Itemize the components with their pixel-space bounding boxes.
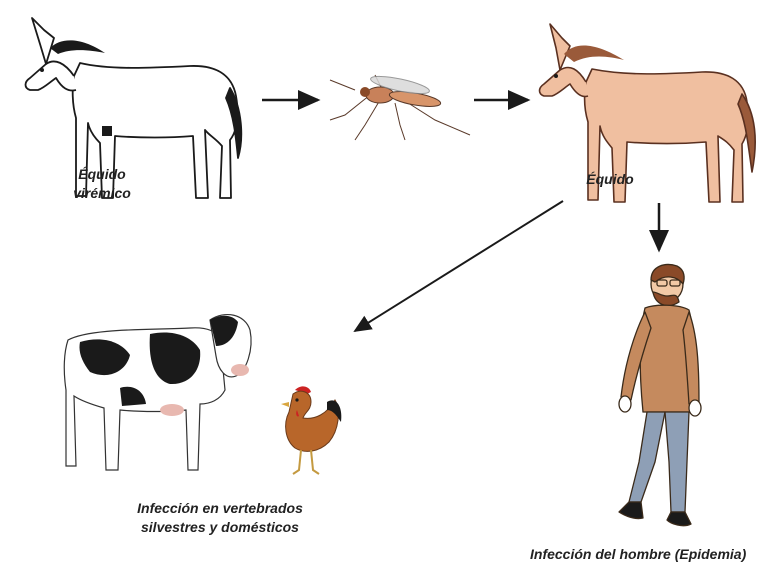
rooster-figure bbox=[265, 380, 345, 480]
viremic-equid-label-line2: virémico bbox=[62, 184, 142, 203]
rooster-icon bbox=[265, 380, 345, 480]
vertebrates-label-line1: Infección en vertebrados bbox=[110, 499, 330, 518]
vertebrates-label: Infección en vertebrados silvestres y do… bbox=[110, 499, 330, 537]
vertebrates-label-line2: silvestres y domésticos bbox=[110, 518, 330, 537]
viremic-equid-label-line1: Équido bbox=[62, 165, 142, 184]
cow-figure bbox=[60, 300, 260, 480]
viremic-equid-label: Équido virémico bbox=[62, 165, 142, 203]
human-icon bbox=[595, 262, 715, 532]
cow-icon bbox=[60, 300, 260, 480]
arrow-equid-to-vertebrates bbox=[355, 201, 563, 331]
equid-label: Équido bbox=[575, 170, 645, 189]
human-label: Infección del hombre (Epidemia) bbox=[530, 545, 775, 564]
equid-figure bbox=[532, 14, 762, 214]
mosquito-icon bbox=[325, 65, 475, 145]
human-figure bbox=[595, 262, 715, 532]
equid-icon bbox=[532, 14, 762, 214]
mosquito-figure bbox=[325, 65, 475, 145]
